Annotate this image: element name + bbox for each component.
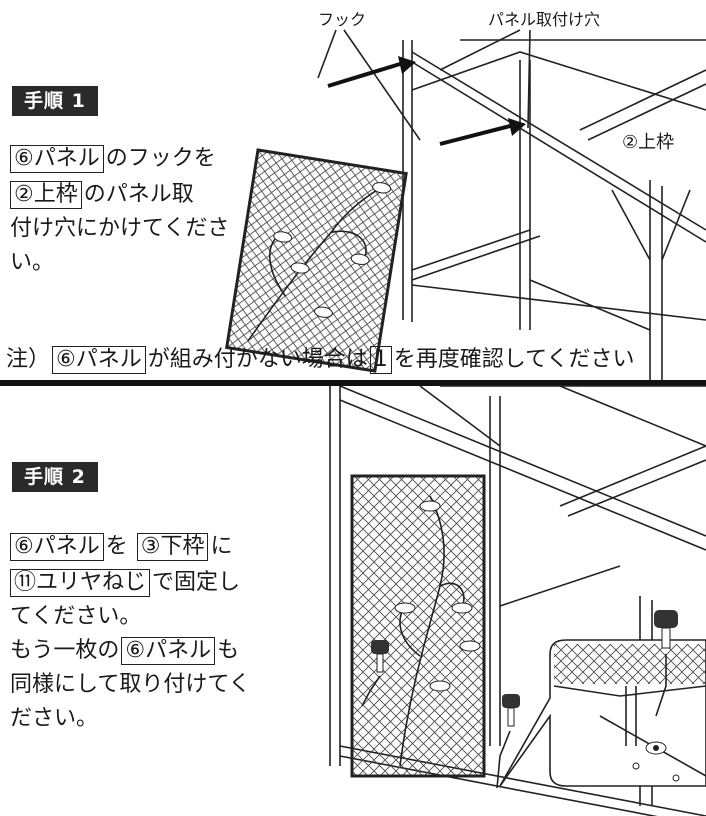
step2-text-line3: てください。	[10, 604, 142, 629]
step1-text-line4: い。	[10, 250, 55, 275]
panel-hole-label: パネル取付け穴	[488, 10, 601, 29]
step1-tag: 手順 1	[12, 86, 98, 116]
step1-illustration	[224, 29, 706, 380]
step2-text-line2: ⑪ユリヤねじで固定し	[8, 566, 240, 600]
upper-frame-label: ②上枠	[622, 132, 675, 153]
hook-label: フック	[318, 10, 367, 29]
step2-text-line1: ⑥パネルを ③下枠に	[8, 530, 233, 564]
step2-tag: 手順 2	[12, 462, 98, 492]
thumb-screw-icon	[654, 610, 678, 649]
step1-text-line2: ②上枠のパネル取	[8, 178, 194, 212]
section-divider	[0, 380, 706, 386]
note-panel-box: ⑥パネル	[52, 346, 146, 374]
step2-text-line6: ださい。	[10, 706, 99, 731]
part-panel-box: ⑥パネル	[10, 145, 104, 173]
thumb-screw-icon	[502, 694, 520, 727]
step1-text-line1: ⑥パネルのフックを	[8, 142, 216, 176]
thumb-screw-icon	[371, 640, 389, 673]
note-step-box: 1	[369, 346, 392, 374]
part-upper-frame-box: ②上枠	[10, 181, 82, 209]
step2-text-line5: 同様にして取り付けてく	[10, 672, 251, 697]
step1-text-line3: 付け穴にかけてくださ	[10, 216, 230, 241]
step2-illustration	[329, 385, 706, 816]
